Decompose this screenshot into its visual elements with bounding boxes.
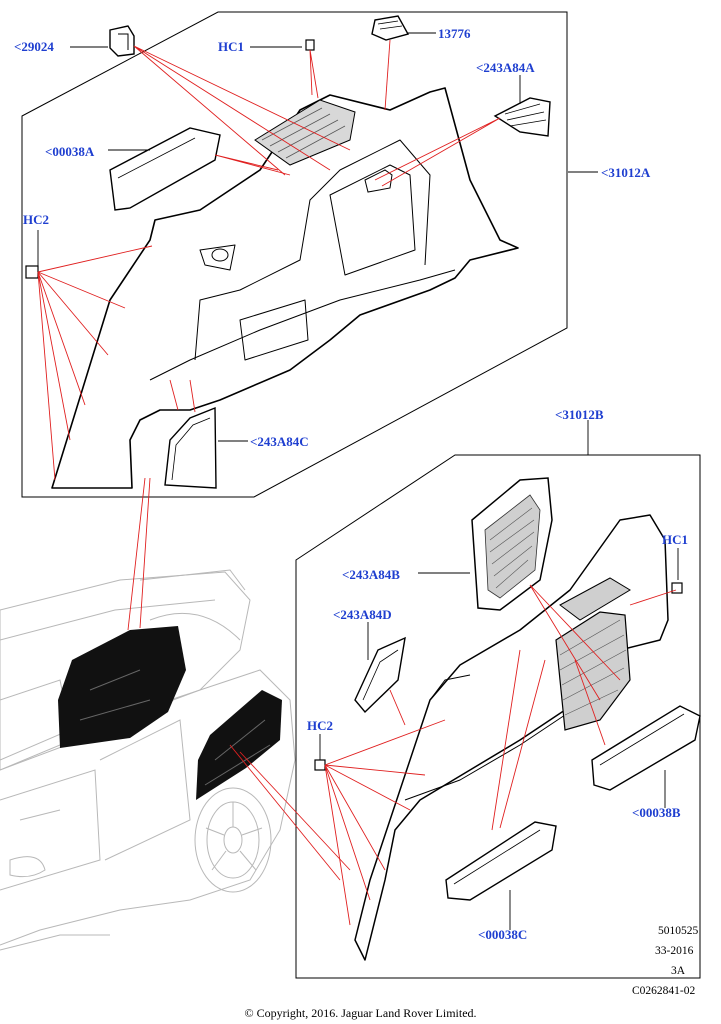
part-243a84c-shape (164, 406, 217, 489)
label-243a84a: <243A84A (476, 60, 535, 75)
label-hc2-top: HC2 (23, 212, 49, 227)
label-00038a: <00038A (45, 144, 95, 159)
lower-top-grille (559, 577, 631, 621)
panel-side-vent (364, 169, 393, 193)
label-31012a: <31012A (601, 165, 651, 180)
copyright-notice: © Copyright, 2016. Jaguar Land Rover Lim… (244, 1006, 477, 1020)
upper-trim-panel (51, 87, 519, 489)
label-hc2-bottom: HC2 (307, 718, 333, 733)
reference-number: 5010525 (658, 925, 699, 937)
hc1-bottom-clip (671, 582, 683, 594)
label-29024: <29024 (14, 39, 54, 54)
reference-date: 33-2016 (655, 945, 694, 957)
part-243a84d-shape (354, 636, 406, 714)
label-31012b: <31012B (555, 407, 604, 422)
part-243a84b-shape (471, 477, 553, 611)
hc2-bottom-clip (314, 759, 326, 771)
label-00038b: <00038B (632, 805, 681, 820)
label-hc1-bottom: HC1 (662, 532, 688, 547)
part-13776-shape (371, 15, 410, 41)
upper-assembly-frame (21, 11, 568, 498)
label-243a84c: <243A84C (250, 434, 309, 449)
reference-code: C0262841-02 (632, 985, 696, 997)
red-leader-lines (37, 39, 677, 926)
label-pointer-lines (37, 32, 679, 930)
lower-rear-grille (555, 611, 631, 731)
part-00038b-shape (591, 705, 701, 791)
label-13776: 13776 (438, 26, 471, 41)
hc2-top-clip (25, 265, 39, 279)
label-00038c: <00038C (478, 927, 528, 942)
label-243a84d: <243A84D (333, 607, 392, 622)
part-00038a-shape (109, 127, 221, 211)
part-29024-shape (109, 25, 135, 57)
label-243a84b: <243A84B (342, 567, 400, 582)
hc1-top-clip (305, 39, 315, 51)
upper-vent-grille (254, 99, 356, 166)
vehicle-trim-panels (58, 626, 282, 800)
reference-revision: 3A (671, 965, 686, 977)
part-243a84a-shape (493, 97, 551, 137)
part-00038c-shape (445, 821, 557, 901)
label-hc1-top: HC1 (218, 39, 244, 54)
